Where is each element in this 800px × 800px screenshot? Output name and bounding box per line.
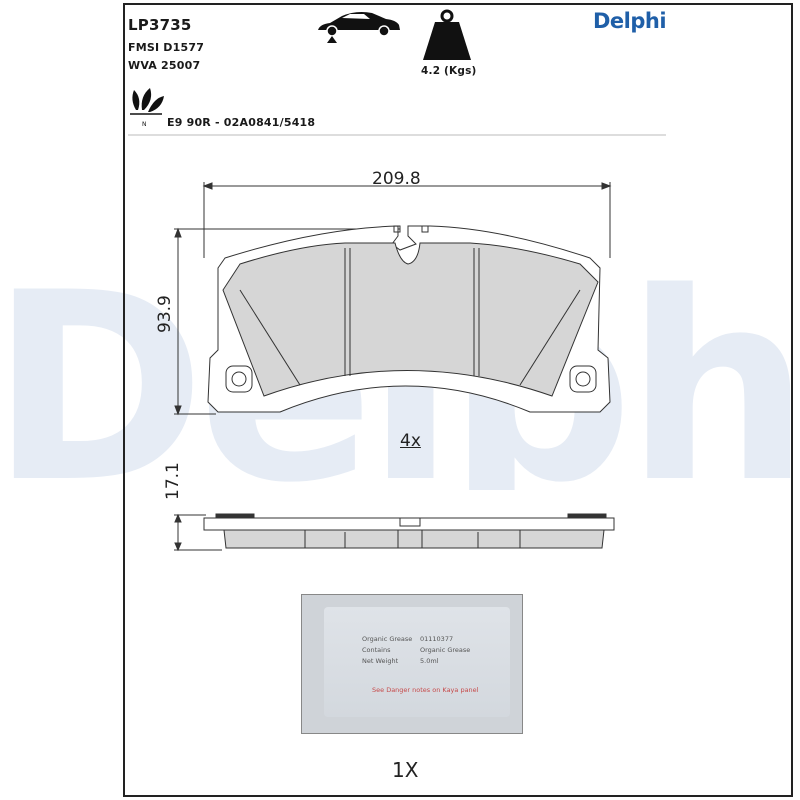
sachet-row1-label: Organic Grease — [362, 635, 413, 643]
product-code: LP3735 — [128, 16, 192, 34]
sachet-row1-value: 01110377 — [420, 635, 454, 643]
datasheet-frame — [123, 3, 793, 797]
pads-quantity: 4x — [400, 431, 421, 451]
fmsi-number: FMSI D1577 — [128, 41, 205, 54]
grease-sachet: Organic Grease 01110377 Contains Organic… — [301, 594, 523, 734]
sachet-row3-label: Net Weight — [362, 657, 399, 665]
brand-logo: Delphi — [593, 9, 667, 33]
grease-sachet-label — [324, 607, 510, 717]
weight-label: 4.2 (Kgs) — [421, 65, 477, 77]
sachet-warning: See Danger notes on Kaya panel — [372, 686, 479, 694]
ece-approval: E9 90R - 02A0841/5418 — [167, 116, 316, 129]
sachet-row3-value: 5.0ml — [420, 657, 439, 665]
wva-number: WVA 25007 — [128, 59, 201, 72]
sachet-row2-value: Organic Grease — [420, 646, 471, 654]
sachet-row2-label: Contains — [362, 646, 391, 654]
grease-quantity: 1X — [392, 758, 419, 782]
